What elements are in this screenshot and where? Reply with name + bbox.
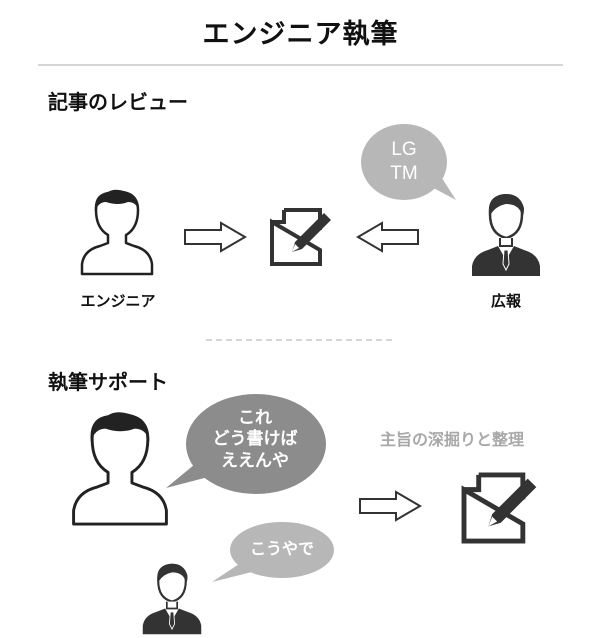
- support-section-title: 執筆サポート: [48, 370, 168, 394]
- pr-support-speech-bubble: [212, 522, 334, 582]
- title-divider: [38, 64, 563, 66]
- bubble-line: これ: [238, 408, 272, 428]
- page-title: エンジニア執筆: [202, 19, 399, 50]
- pr-label: 広報: [490, 292, 521, 310]
- pr-bubble-text: LG TM: [362, 138, 446, 186]
- bubble-line: TM: [390, 162, 418, 184]
- bubble-line: どう書けば: [212, 429, 298, 450]
- pr-speech-bubble: [361, 124, 456, 200]
- document-pen-large-icon: [461, 472, 537, 544]
- outcome-caption: 主旨の深掘りと整理: [380, 430, 525, 449]
- arrow-right-icon-2: [359, 490, 422, 522]
- pr-businessman-icon: [472, 193, 540, 276]
- bubble-line: LG: [391, 139, 417, 160]
- engineer-label: エンジニア: [80, 292, 156, 310]
- arrow-left-icon: [356, 221, 419, 253]
- pr-support-bubble-text: こうやで: [249, 539, 314, 558]
- document-pen-icon: [270, 208, 331, 266]
- engineer-bubble-text: これ どう書けば ええんや: [190, 408, 320, 472]
- engineer-person-icon: [80, 189, 154, 276]
- pr-businessman-small-icon: [142, 563, 202, 635]
- review-section-title: 記事のレビュー: [48, 90, 188, 114]
- engineer-speech-bubble: [166, 394, 326, 494]
- engineer-person-large-icon: [72, 412, 168, 526]
- bubble-line: ええんや: [221, 450, 289, 471]
- section-divider: [206, 339, 396, 341]
- arrow-right-icon: [184, 221, 247, 253]
